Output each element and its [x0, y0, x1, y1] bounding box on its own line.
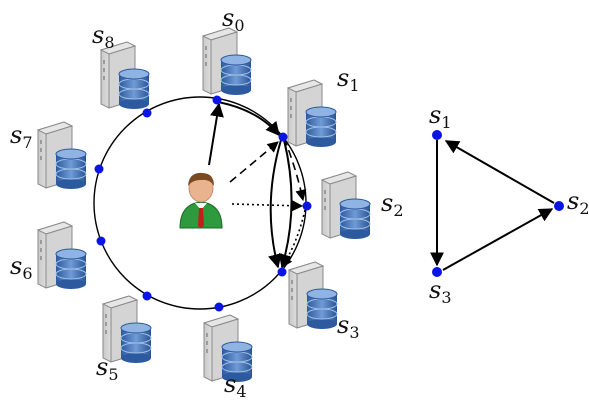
- server-s7: [37, 121, 87, 190]
- tri-node-s2: [554, 201, 564, 211]
- ring-node-s7: [94, 164, 104, 174]
- edge-s1-to-s2: [283, 137, 307, 202]
- edge-s1-to-s3-a: [268, 139, 282, 269]
- label-s6: s6: [10, 252, 33, 283]
- triangle-graph: s1 s2 s3: [429, 101, 589, 307]
- edge-client-to-s1: [229, 141, 279, 183]
- edge-s0-to-s1: [217, 101, 280, 137]
- edge-client-to-s2: [231, 200, 304, 212]
- ring-node-s3: [277, 267, 287, 277]
- tri-label-s3: s3: [429, 276, 452, 307]
- label-s8: s8: [92, 21, 115, 52]
- database-server-icon: [100, 41, 150, 110]
- ring-node-s5: [142, 291, 152, 301]
- server-s3: [288, 261, 338, 330]
- label-s7: s7: [10, 121, 33, 152]
- database-server-icon: [102, 295, 152, 364]
- server-s5: [102, 295, 152, 364]
- server-s2: [321, 171, 371, 240]
- server-s8: [100, 41, 150, 110]
- user-icon: [179, 172, 223, 229]
- label-s3: s3: [337, 311, 360, 342]
- ring-node-s6: [96, 236, 106, 246]
- database-server-icon: [321, 171, 371, 240]
- ring-node-s4: [214, 302, 224, 312]
- server-s0: [202, 27, 252, 96]
- edge-tri-s3-to-s2: [442, 208, 554, 271]
- edge-s1-to-s3-b: [278, 139, 293, 269]
- tri-node-s3: [432, 267, 442, 277]
- ring-edges: [208, 101, 307, 269]
- ring-node-s0: [212, 95, 222, 105]
- database-server-icon: [202, 27, 252, 96]
- label-s0: s0: [222, 4, 245, 35]
- tri-node-s1: [432, 130, 442, 140]
- database-server-icon: [287, 79, 337, 148]
- ring-node-s8: [142, 108, 152, 118]
- database-server-icon: [37, 121, 87, 190]
- edge-client-to-s0: [208, 102, 224, 166]
- ring-nodes: [94, 95, 312, 312]
- database-server-icon: [37, 221, 87, 290]
- label-s4: s4: [224, 370, 247, 401]
- ring-node-s1: [278, 132, 288, 142]
- server-s1: [287, 79, 337, 148]
- ring-node-s2: [302, 201, 312, 211]
- tri-label-s2: s2: [567, 187, 589, 218]
- database-server-icon: [288, 261, 338, 330]
- edge-s2-to-s3: [281, 209, 306, 268]
- tri-label-s1: s1: [429, 101, 452, 132]
- edge-tri-s2-to-s1: [444, 140, 555, 204]
- server-s6: [37, 221, 87, 290]
- label-s2: s2: [381, 189, 404, 220]
- label-s5: s5: [96, 353, 119, 384]
- label-s1: s1: [337, 64, 360, 95]
